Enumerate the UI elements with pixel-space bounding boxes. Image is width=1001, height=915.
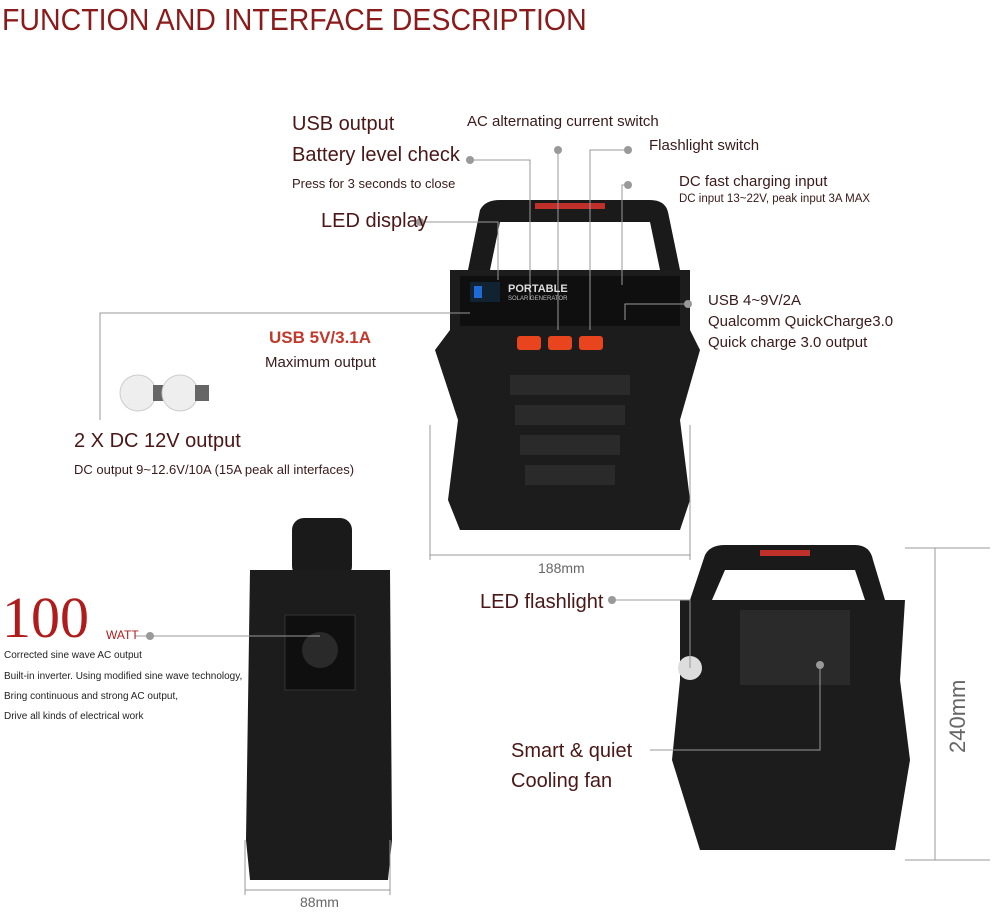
watt-number: 100 [2,585,89,650]
dimension-height: 240mm [945,679,970,753]
label-usb-qc-2: Qualcomm QuickCharge3.0 [708,313,894,330]
label-fan-1: Smart & quiet [511,740,633,762]
watt-unit: WATT [106,628,139,642]
label-fan-2: Cooling fan [511,770,613,792]
label-usb-5v-sub: Maximum output [265,354,376,371]
back-device [672,545,910,850]
label-usb-output: USB output [292,113,395,135]
label-battery-check: Battery level check [292,144,460,166]
page-title: FUNCTION AND INTERFACE DESCRIPTION [2,2,587,37]
label-usb-qc-1: USB 4~9V/2A [708,292,801,309]
label-usb-qc-3: Quick charge 3.0 output [708,334,868,351]
label-led-flashlight: LED flashlight [480,591,604,613]
label-usb-5v: USB 5V/3.1A [269,328,372,347]
device-brand: PORTABLE [508,283,568,295]
front-device [435,200,700,530]
device-brand-sub: SOLAR GENERATOR [508,296,568,302]
label-flashlight-switch: Flashlight switch [649,137,760,154]
watt-line-2: Built-in inverter. Using modified sine w… [4,671,243,682]
watt-line-1: Corrected sine wave AC output [4,650,142,661]
label-led-display: LED display [321,210,428,232]
label-dc-input: DC fast charging input [679,173,828,190]
light-bulbs [119,374,209,412]
watt-line-3: Bring continuous and strong AC output, [4,691,179,702]
label-dc12-spec: DC output 9~12.6V/10A (15A peak all inte… [74,462,355,477]
label-ac-switch: AC alternating current switch [467,113,659,130]
label-press-close: Press for 3 seconds to close [292,176,456,191]
label-dc12: 2 X DC 12V output [74,430,241,452]
dimension-depth: 88mm [300,894,339,910]
label-dc-input-spec: DC input 13~22V, peak input 3A MAX [679,193,871,205]
side-device [246,518,392,880]
watt-line-4: Drive all kinds of electrical work [4,711,144,722]
dimension-width: 188mm [538,560,585,576]
